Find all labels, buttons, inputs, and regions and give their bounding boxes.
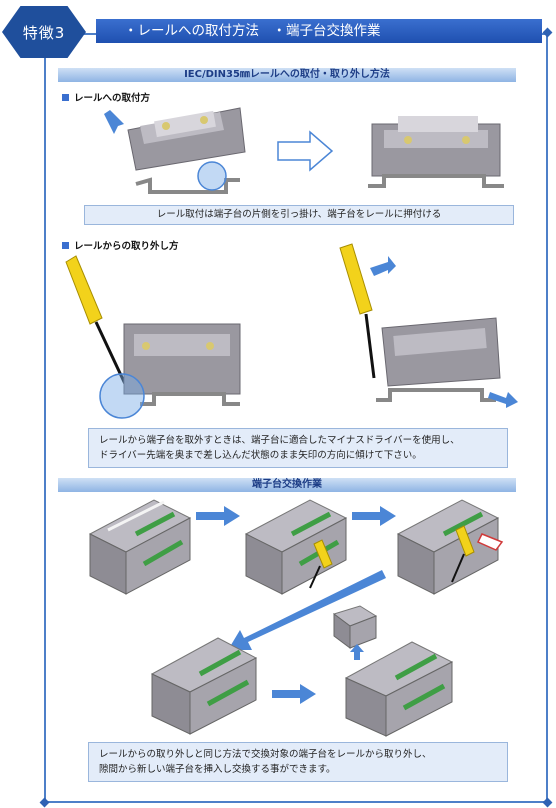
- remove-caption: レールから端子台を取外すときは、端子台に適合したマイナスドライバーを使用し、 ド…: [88, 428, 508, 468]
- mount-heading: レールへの取付方: [62, 90, 150, 104]
- remove-caption-line1: レールから端子台を取外すときは、端子台に適合したマイナスドライバーを使用し、: [99, 435, 460, 446]
- rail-section-title: IEC/DIN35㎜レールへの取付・取り外し方法: [58, 68, 516, 82]
- exchange-caption-line1: レールからの取り外しと同じ方法で交換対象の端子台をレールから取り外し、: [99, 749, 432, 760]
- diagonal-arrow-icon: [228, 570, 386, 650]
- feature-badge-label: 特徴3: [22, 23, 66, 42]
- exchange-step4-illustration: [150, 637, 258, 735]
- new-terminal-block-illustration: [332, 605, 378, 660]
- mount-step2-illustration: [368, 116, 504, 188]
- mount-caption: レール取付は端子台の片側を引っ掛け、端子台をレールに押付ける: [84, 205, 514, 225]
- exchange-step2-illustration: [244, 499, 348, 595]
- feature-badge: 特徴3: [2, 6, 86, 58]
- frame-corner-dot: [542, 797, 553, 808]
- remove-step1-illustration: [65, 255, 241, 419]
- exchange-step3-illustration: [396, 499, 504, 595]
- exchange-step1-illustration: [88, 499, 192, 595]
- exchange-caption-line2: 隙間から新しい端子台を挿入し交換する事ができます。: [99, 764, 336, 775]
- right-arrow-icon: [352, 506, 396, 526]
- right-arrow-icon: [277, 130, 334, 172]
- remove-heading-text: レールからの取り外し方: [74, 241, 179, 252]
- header-title: ・レールへの取付方法 ・端子台交換作業: [124, 23, 381, 39]
- exchange-section-title: 端子台交換作業: [58, 478, 516, 492]
- exchange-step5-illustration: [344, 641, 454, 737]
- mount-step1-illustration: [104, 107, 246, 194]
- bullet-square-icon: [62, 242, 69, 249]
- exchange-caption: レールからの取り外しと同じ方法で交換対象の端子台をレールから取り外し、 隙間から…: [88, 742, 508, 782]
- mount-heading-text: レールへの取付方: [74, 93, 151, 104]
- header-title-bar: ・レールへの取付方法 ・端子台交換作業: [96, 19, 542, 43]
- remove-caption-line2: ドライバー先端を奥まで差し込んだ状態のまま矢印の方向に傾けて下さい。: [99, 450, 422, 461]
- remove-heading: レールからの取り外し方: [62, 238, 179, 252]
- right-arrow-icon: [272, 684, 316, 704]
- remove-step2-illustration: [339, 243, 518, 408]
- bullet-square-icon: [62, 94, 69, 101]
- right-arrow-icon: [196, 506, 240, 526]
